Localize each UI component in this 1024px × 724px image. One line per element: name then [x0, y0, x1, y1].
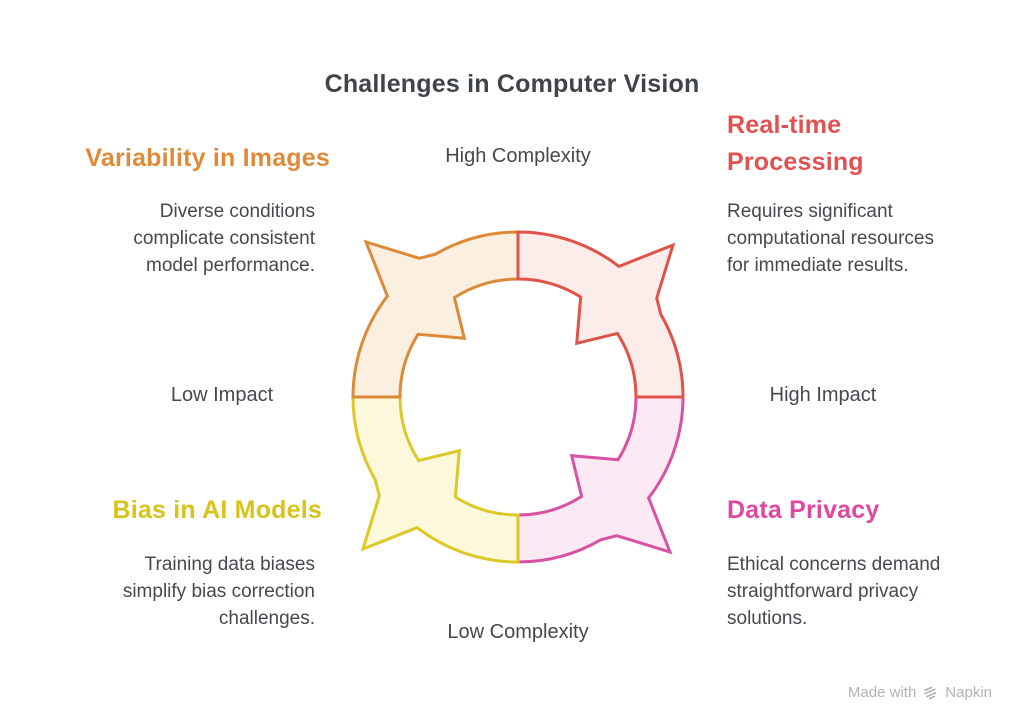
quadrant-heading-real-time-processing: Real-time Processing — [727, 111, 864, 176]
cycle-segment-bottom-left — [351, 395, 520, 564]
quadrant-body-bias-in-ai-models: Training data biases simplify bias corre… — [122, 554, 315, 629]
quadrant-heading-data-privacy: Data Privacy — [727, 496, 880, 524]
quadrant-heading-variability-in-images: Variability in Images — [85, 144, 330, 172]
quadrant-body-real-time-processing: Requires significant computational resou… — [727, 201, 934, 276]
watermark: Made with Napkin — [848, 684, 992, 701]
axis-label-high-impact: High Impact — [769, 384, 877, 406]
cycle-segment-top-left — [351, 230, 520, 399]
page-title: Challenges in Computer Vision — [324, 70, 700, 98]
napkin-logo-icon — [924, 686, 937, 700]
axis-label-low-impact: Low Impact — [170, 384, 274, 406]
axis-label-low-complexity: Low Complexity — [447, 621, 589, 643]
quadrant-body-variability-in-images: Diverse conditions complicate consistent… — [133, 201, 315, 276]
watermark-brand-text: Napkin — [945, 684, 992, 701]
watermark-made-with-text: Made with — [847, 684, 917, 701]
quadrant-heading-bias-in-ai-models: Bias in AI Models — [112, 496, 322, 524]
quadrant-body-data-privacy: Ethical concerns demand straightforward … — [727, 554, 941, 629]
cycle-segment-bottom-right — [516, 395, 685, 564]
axis-label-high-complexity: High Complexity — [445, 145, 591, 167]
cycle-segment-top-right — [516, 230, 685, 399]
